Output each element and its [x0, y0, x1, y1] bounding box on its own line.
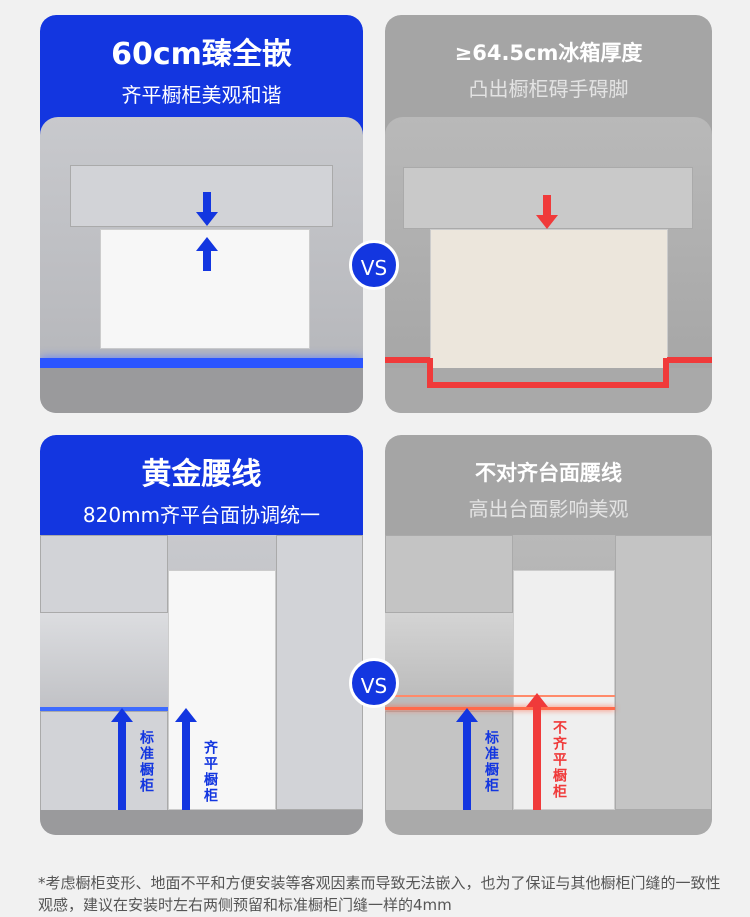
protrusion-outline [427, 358, 669, 388]
panel-protruding: ≥64.5cm冰箱厚度 凸出橱柜碍手碍脚 [385, 15, 712, 413]
flush-fridge-scene [40, 117, 363, 413]
panel-title: 不对齐台面腰线 [475, 461, 622, 485]
tall-cabinet [276, 535, 363, 810]
vs-badge: VS [349, 240, 399, 290]
lower-cabinet [385, 711, 513, 811]
panel-title: ≥64.5cm冰箱厚度 [454, 41, 643, 65]
arrow-up-icon [526, 693, 548, 810]
arrow-down-icon [203, 192, 211, 214]
standard-cabinet-label: 标准橱柜 [138, 730, 154, 794]
panel-title: 黄金腰线 [141, 457, 262, 492]
panel-header: ≥64.5cm冰箱厚度 凸出橱柜碍手碍脚 [385, 15, 712, 135]
panel-subtitle: 820mm齐平台面协调统一 [82, 503, 321, 527]
standard-cabinet-label: 标准橱柜 [483, 730, 499, 794]
protrusion-outline-left [385, 357, 430, 363]
counter-line [385, 707, 615, 710]
panel-flush-depth: 60cm臻全嵌 齐平橱柜美观和谐 [40, 15, 363, 413]
upper-cabinet [40, 535, 168, 613]
panel-title: 60cm臻全嵌 [111, 37, 292, 72]
panel-subtitle: 齐平橱柜美观和谐 [121, 83, 282, 107]
protrusion-outline-right [667, 357, 712, 363]
panel-subtitle: 高出台面影响美观 [468, 497, 629, 521]
panel-misaligned-waistline: 不对齐台面腰线 高出台面影响美观 标准橱柜 不齐平橱柜 [385, 435, 712, 835]
floor [40, 368, 363, 413]
not-flush-cabinet-label: 不齐平橱柜 [551, 720, 567, 800]
fridge-image [513, 570, 615, 810]
arrow-up-icon [456, 708, 478, 810]
backsplash [385, 613, 513, 711]
panel-golden-waistline: 黄金腰线 820mm齐平台面协调统一 标准橱柜 齐平橱柜 [40, 435, 363, 835]
backsplash [40, 613, 168, 711]
tall-cabinet [615, 535, 712, 810]
footnote: *考虑橱柜变形、地面不平和方便安装等客观因素而导致无法嵌入，也为了保证与其他橱柜… [38, 874, 721, 914]
panel-subtitle: 凸出橱柜碍手碍脚 [468, 77, 629, 101]
panel-header: 60cm臻全嵌 齐平橱柜美观和谐 [40, 15, 363, 135]
vs-badge: VS [349, 658, 399, 708]
arrow-down-icon [543, 195, 551, 217]
arrow-up-icon [196, 237, 218, 271]
floor [385, 368, 712, 413]
upper-cabinet [385, 535, 513, 613]
flush-cabinet-label: 齐平橱柜 [202, 740, 218, 804]
arrow-up-icon [111, 708, 133, 810]
aligned-counter-scene: 标准橱柜 齐平橱柜 [40, 535, 363, 835]
misaligned-counter-scene: 标准橱柜 不齐平橱柜 [385, 535, 712, 835]
fridge-image [430, 229, 668, 369]
fridge-waist-line [385, 695, 615, 697]
floor [385, 810, 712, 835]
arrow-up-icon [175, 708, 197, 810]
flush-line [40, 358, 363, 368]
protruding-fridge-scene [385, 117, 712, 413]
floor [40, 810, 363, 835]
